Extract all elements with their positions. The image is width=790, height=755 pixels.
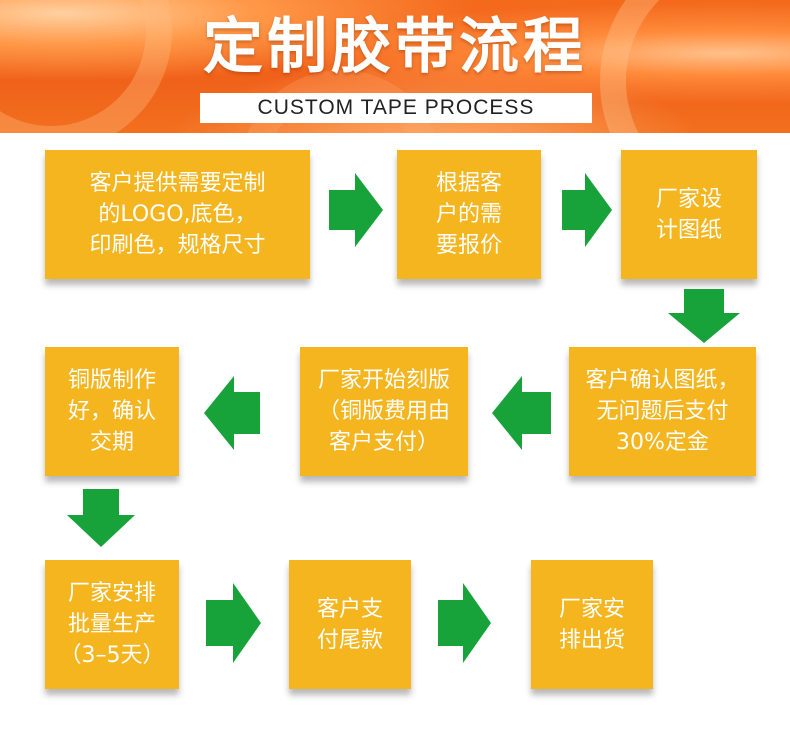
arrow-left-icon (204, 376, 260, 450)
arrow-right-icon (206, 583, 261, 663)
arrow-right-icon (438, 583, 491, 663)
arrow-right-icon (329, 173, 383, 247)
arrow-left-icon (492, 376, 551, 450)
arrow-down-icon (668, 289, 740, 343)
arrow-down-icon (67, 489, 135, 547)
arrow-right-icon (562, 173, 612, 247)
